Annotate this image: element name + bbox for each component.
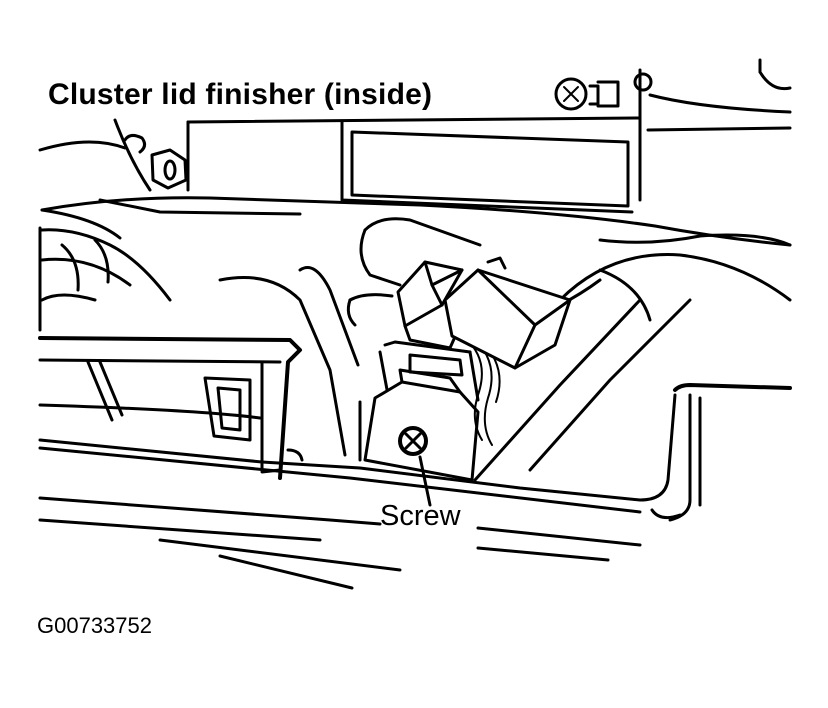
cluster-lid-upper-edges xyxy=(38,58,792,214)
dash-shelf-band xyxy=(38,196,792,332)
connector-left xyxy=(396,260,464,350)
connector-right xyxy=(443,256,572,370)
diagram-title: Cluster lid finisher (inside) xyxy=(48,78,433,111)
screw-leader-line xyxy=(418,455,432,507)
central-column-housing xyxy=(218,217,692,482)
figure-id: G00733752 xyxy=(37,613,152,638)
screw-callout-label: Screw xyxy=(380,500,461,532)
screw-and-clip-icon xyxy=(554,72,653,111)
left-bracket-frame xyxy=(38,336,304,480)
phillips-screw-head-icon xyxy=(398,426,428,456)
lower-dash-edges xyxy=(38,383,792,590)
